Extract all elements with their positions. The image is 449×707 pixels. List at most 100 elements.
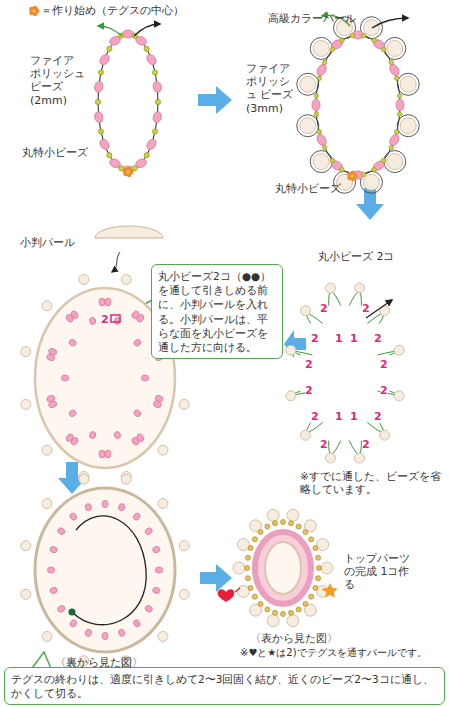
- color-pearl: [313, 154, 329, 170]
- note-text: ※すでに通した、ビーズを省略しています。: [300, 470, 445, 495]
- round-bead: [99, 298, 105, 306]
- seed-bead: [132, 166, 137, 171]
- seed-bead: [98, 129, 103, 134]
- callout-number: 2: [305, 358, 313, 371]
- oval-pearl: [35, 488, 175, 652]
- color-pearl: [179, 589, 189, 599]
- legend-text: ＝作り始め（テグスの中心）: [41, 4, 184, 17]
- seed-bead: [107, 153, 112, 158]
- seed-bead: [252, 594, 257, 599]
- thread-loop: [384, 151, 406, 173]
- seed-bead: [144, 46, 149, 51]
- thread-end: [366, 300, 392, 318]
- start-mark: [123, 167, 133, 178]
- seed-bead: [372, 167, 376, 171]
- oval-pearl: [265, 542, 301, 594]
- color-pearl: [42, 499, 52, 509]
- round-bead: [155, 567, 162, 573]
- seed-bead: [389, 145, 393, 149]
- seed-bead: [272, 610, 277, 615]
- seed-bead: [144, 153, 149, 158]
- thread: [98, 34, 158, 170]
- seed-bead: [289, 610, 294, 615]
- round-bead: [69, 512, 78, 521]
- mark-arrow: [235, 588, 240, 592]
- fire-polish-bead: [388, 133, 401, 147]
- seed-bead: [389, 60, 393, 64]
- callout-number: 1: [350, 332, 358, 345]
- color-pearl: [400, 76, 416, 92]
- color-pearl: [300, 118, 316, 134]
- round-bead: [142, 375, 149, 381]
- round-bead: [70, 310, 80, 320]
- seed-bead: [245, 576, 250, 581]
- seed-bead: [309, 594, 314, 599]
- seed-bead: [289, 521, 294, 526]
- round-bead: [102, 632, 108, 639]
- seed-bead: [265, 607, 270, 612]
- seed-bead: [248, 585, 253, 590]
- round-bead: [68, 409, 77, 418]
- part-label: ファイア ポリッシュ ビーズ (3mm): [246, 62, 300, 115]
- seed-bead: [296, 607, 301, 612]
- seed-bead: [252, 537, 257, 542]
- thread-loop: [384, 37, 406, 59]
- round-bead: [68, 338, 77, 347]
- seed-bead: [296, 524, 301, 529]
- note-text: ※♥と★は2)でテグスを通すパールです。: [240, 647, 445, 659]
- petal-center: [126, 170, 130, 174]
- fire-polish-bead: [98, 53, 111, 67]
- knot: [69, 609, 76, 616]
- color-pearl: [321, 562, 333, 574]
- color-pearl: [158, 445, 168, 455]
- seed-bead: [313, 546, 318, 551]
- callout-number: 2: [380, 358, 388, 371]
- color-pearl: [42, 445, 52, 455]
- thread-loop: [297, 115, 319, 137]
- fire-polish-bead: [315, 63, 328, 77]
- mark: [111, 315, 120, 322]
- start-mark: [29, 6, 39, 17]
- color-pearl: [286, 391, 296, 401]
- seed-bead: [322, 145, 326, 149]
- fire-polish-bead: [123, 30, 134, 38]
- color-pearl: [387, 154, 403, 170]
- color-pearl: [300, 306, 310, 316]
- fire-polish-bead: [330, 159, 344, 172]
- color-pearl: [286, 345, 296, 355]
- color-pearl: [121, 474, 131, 484]
- color-pearl: [267, 509, 279, 521]
- insert-arrow: [112, 252, 120, 272]
- callout-number: 2: [311, 410, 319, 423]
- thread-loop: [349, 441, 361, 455]
- round-bead: [105, 298, 111, 306]
- color-pearl: [158, 631, 168, 641]
- fire-polish-bead: [388, 63, 401, 77]
- seed-bead: [361, 172, 365, 176]
- round-bead: [131, 436, 141, 446]
- round-bead: [84, 503, 92, 512]
- round-bead: [118, 503, 126, 512]
- seed-bead: [361, 33, 365, 37]
- thread-loop: [360, 17, 382, 39]
- thread-loop: [307, 422, 323, 432]
- seed-bead: [119, 166, 124, 171]
- seed-bead: [316, 555, 321, 560]
- seed-bead: [245, 555, 250, 560]
- seed-bead: [152, 70, 157, 75]
- thread-loop: [329, 441, 341, 455]
- thread-loop: [360, 171, 382, 193]
- fire-polish-bead: [94, 81, 104, 94]
- seed-bead: [317, 130, 321, 134]
- fire-polish-bead: [372, 159, 386, 172]
- callout-number: 2: [380, 384, 388, 397]
- callout-number: 2: [362, 302, 370, 315]
- color-pearl: [300, 76, 316, 92]
- color-pearl: [21, 589, 31, 599]
- mark-arrow: [322, 589, 327, 590]
- thread-end: [98, 26, 122, 36]
- seed-bead: [258, 530, 263, 535]
- round-bead: [49, 546, 58, 554]
- seed-bead: [258, 601, 263, 606]
- fire-polish-bead: [152, 111, 162, 124]
